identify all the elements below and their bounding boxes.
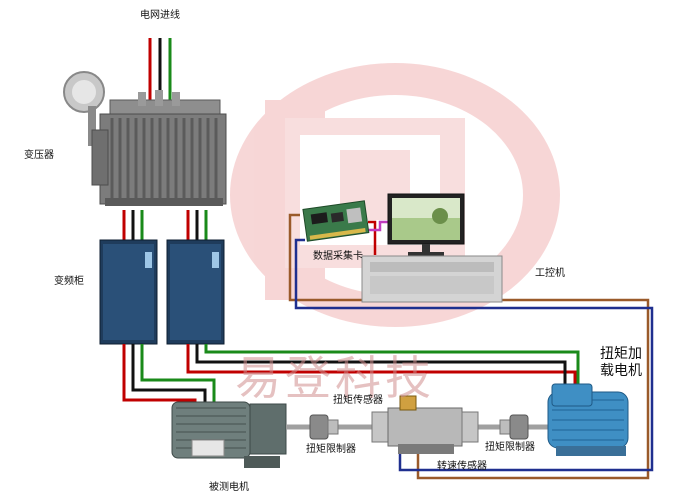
torque-limiter-right-label: 扭矩限制器 — [485, 442, 535, 453]
torque-limiter-right-part — [499, 414, 529, 440]
grid-incoming-cables — [148, 38, 172, 100]
speed-sensor-label: 转速传感器 — [437, 461, 487, 472]
ipc-label: 工控机 — [535, 268, 565, 279]
torque-sensor — [371, 395, 479, 454]
load-motor — [547, 383, 629, 456]
motor-under-test — [171, 401, 287, 468]
grid-cable-label: 电网进线 — [140, 10, 180, 21]
vfd-label: 变频柜 — [54, 276, 84, 287]
vfd-to-load-motor-wires — [186, 344, 580, 392]
torque-limiter-left-label: 扭矩限制器 — [306, 444, 356, 455]
torque-limiter-left-part — [309, 414, 339, 440]
vfd-cabinet-left — [99, 239, 158, 345]
daq-card — [302, 200, 370, 242]
motor-under-test-label: 被测电机 — [209, 482, 249, 493]
watermark-text: 易登科技 — [235, 351, 435, 405]
transformer — [63, 71, 227, 206]
transformer-label: 变压器 — [24, 150, 54, 161]
industrial-pc — [361, 193, 503, 303]
daq-card-label: 数据采集卡 — [313, 251, 363, 262]
signal-cables — [288, 213, 654, 480]
load-motor-label: 扭矩加载电机 — [600, 346, 642, 379]
torque-sensor-label: 扭矩传感器 — [333, 395, 383, 406]
vfd-cabinet-right — [166, 239, 225, 345]
